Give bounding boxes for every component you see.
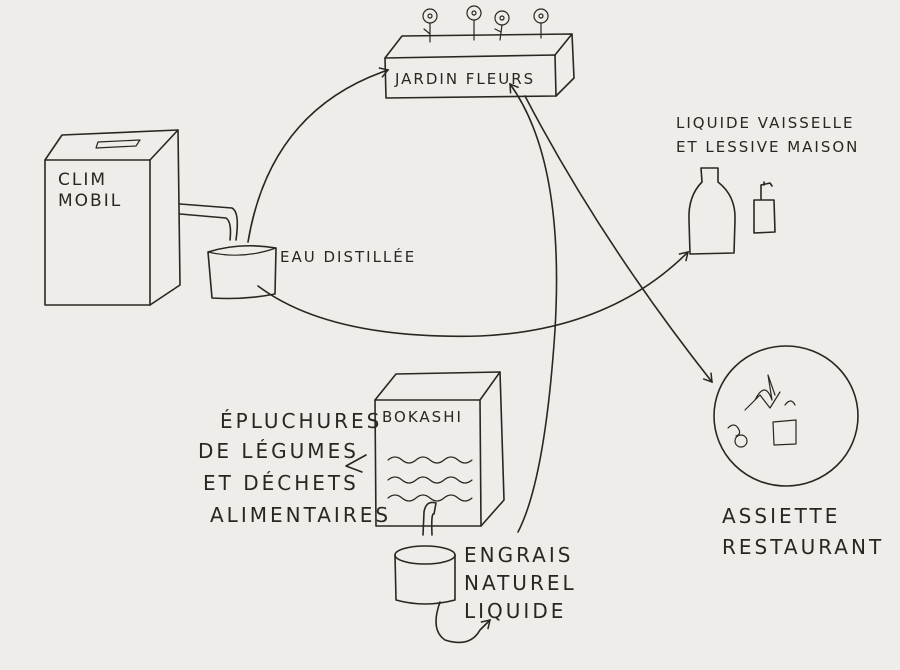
- assiette-label-2: RESTAURANT: [722, 535, 884, 559]
- arrow-eau-to-liquide: [257, 250, 690, 338]
- liquide-label-1: LIQUIDE VAISSELLE: [676, 114, 855, 132]
- flower-icon: [422, 8, 438, 43]
- flower-icon: [466, 5, 482, 41]
- liquid-fertilizer-bucket: ENGRAIS NATUREL LIQUIDE: [394, 543, 577, 644]
- jardin-fleurs-label: JARDIN FLEURS: [394, 70, 535, 88]
- drain-pipe: [179, 203, 239, 241]
- assiette-label-1: ASSIETTE: [722, 504, 840, 528]
- flower-icon: [494, 10, 510, 41]
- clim-label-2: MOBIL: [58, 191, 122, 211]
- dish-soap-bottles: LIQUIDE VAISSELLE ET LESSIVE MAISON: [676, 114, 859, 255]
- restaurant-plate: ASSIETTE RESTAURANT: [713, 345, 884, 559]
- liquide-label-2: ET LESSIVE MAISON: [676, 138, 859, 156]
- bokashi-bin: BOKASHI: [374, 371, 505, 536]
- clim-label-1: CLIM: [58, 170, 107, 190]
- engrais-label-1: ENGRAIS: [464, 543, 573, 567]
- flower-garden-planter: JARDIN FLEURS: [384, 5, 575, 99]
- engrais-label-2: NATUREL: [464, 571, 577, 595]
- epluchures-label-4: ALIMENTAIRES: [210, 503, 391, 527]
- engrais-label-3: LIQUIDE: [464, 599, 566, 623]
- epluchures-label-2: DE LÉGUMES: [198, 439, 359, 463]
- epluchures-label-3: ET DÉCHETS: [203, 471, 359, 495]
- clim-mobil-unit: CLIM MOBIL: [44, 129, 181, 306]
- arrow-waste-to-bokashi: [345, 454, 367, 473]
- arrow-bokashi-to-jardin: [509, 82, 558, 533]
- arrow-jardin-to-assiette: [524, 95, 713, 384]
- food-waste-label: ÉPLUCHURES DE LÉGUMES ET DÉCHETS ALIMENT…: [198, 409, 391, 527]
- distilled-water-container: EAU DISTILLÉE: [207, 244, 416, 300]
- eau-distillee-label: EAU DISTILLÉE: [280, 247, 416, 266]
- epluchures-label-1: ÉPLUCHURES: [220, 409, 382, 433]
- flower-icon: [533, 8, 549, 39]
- arrow-eau-to-jardin: [247, 67, 390, 243]
- bokashi-label: BOKASHI: [382, 408, 463, 426]
